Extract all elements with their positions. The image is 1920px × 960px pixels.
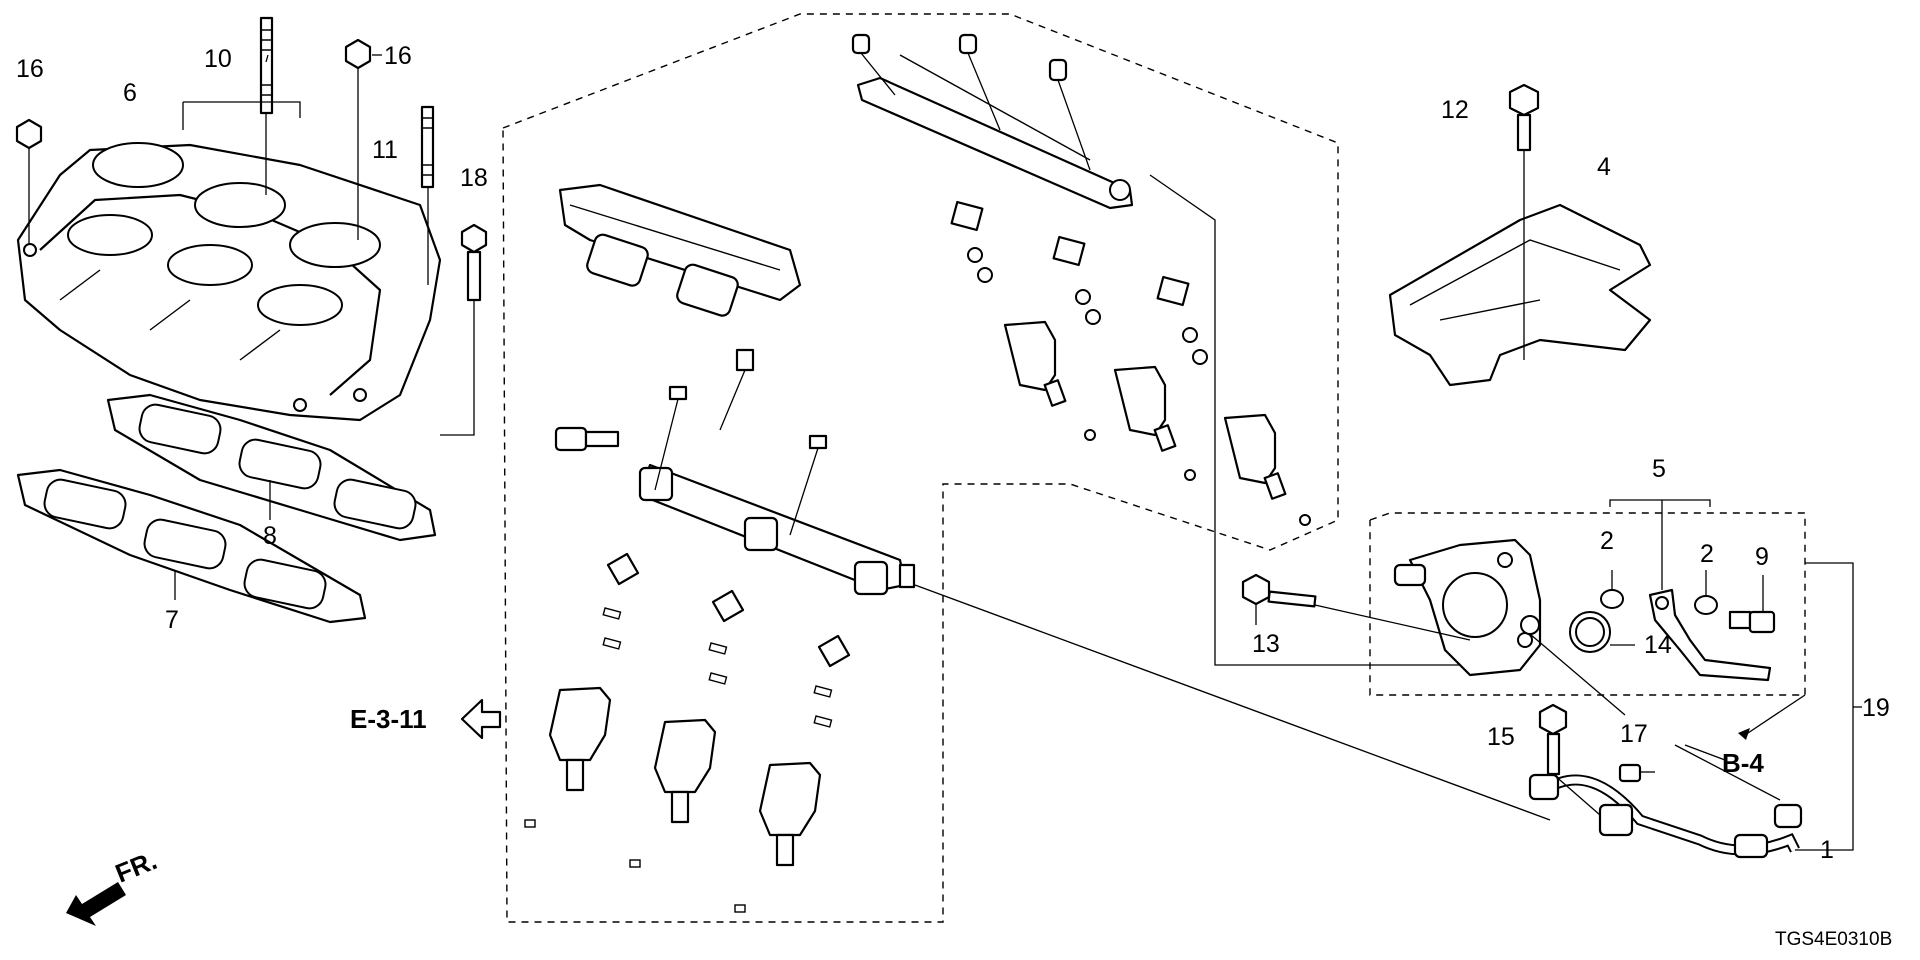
callout-19: 19 — [1862, 694, 1890, 722]
group-19-bracket — [1805, 562, 1862, 851]
oring-2-left — [1600, 570, 1624, 609]
clips-right — [950, 200, 1190, 307]
injector-bolts-left — [654, 348, 828, 536]
callout-4: 4 — [1597, 153, 1611, 181]
callout-7: 7 — [165, 606, 179, 634]
b4-reference-arrow — [1738, 694, 1806, 740]
sensor-plug — [554, 426, 620, 452]
bolt-9 — [1728, 575, 1776, 634]
arrow-down-left-icon — [66, 882, 126, 926]
direction-label: FR. — [111, 845, 161, 889]
seal-17-lower — [1618, 763, 1655, 783]
gasket-8 — [106, 393, 437, 542]
callout-11: 11 — [372, 136, 398, 164]
fuel-rail-left — [558, 183, 802, 317]
fuel-rail-lower — [638, 463, 916, 596]
nut-16-top — [344, 38, 372, 240]
callout-17: 17 — [1620, 720, 1648, 748]
callout-13: 13 — [1252, 630, 1280, 658]
fuel-pump — [1393, 538, 1542, 677]
callout-leaders-left — [182, 54, 382, 130]
nut-16-left — [15, 118, 43, 245]
hollow-arrow-left-icon — [460, 698, 502, 740]
fuel-pipe — [1528, 773, 1803, 859]
callout-15: 15 — [1487, 723, 1515, 751]
callout-8: 8 — [263, 522, 277, 550]
callout-5: 5 — [1652, 455, 1666, 483]
bolt-18 — [440, 223, 488, 436]
callout-2-right: 2 — [1700, 540, 1714, 568]
orings-left — [524, 607, 833, 913]
engine-cover-4 — [1388, 203, 1652, 387]
stud-bolt-11 — [420, 105, 435, 285]
callout-14: 14 — [1644, 631, 1672, 659]
oring-2-right — [1694, 570, 1718, 615]
section-ref-e-3-11[interactable]: E-3-11 — [350, 704, 427, 734]
bolt-12 — [1508, 83, 1540, 360]
callout-18: 18 — [460, 164, 488, 192]
orings-right — [967, 247, 1208, 365]
callout-1: 1 — [1820, 836, 1834, 864]
injector-group-boundary — [502, 13, 1339, 923]
gasket-7 — [16, 468, 367, 624]
callout-6: 6 — [123, 79, 137, 107]
pump-group-boundary — [1369, 512, 1806, 696]
injectors-right — [1003, 320, 1311, 526]
pump-seal-17 — [1520, 615, 1626, 716]
diagram-code: TGS4E0310B — [1775, 929, 1892, 950]
bolt-15 — [1538, 703, 1601, 816]
callout-16-top: 16 — [384, 42, 412, 70]
fuel-rail-right — [851, 33, 1134, 210]
bracket-5 — [1648, 500, 1772, 682]
callout-16-left: 16 — [16, 55, 44, 83]
callout-9: 9 — [1755, 543, 1769, 571]
injectors-left — [548, 552, 851, 867]
section-ref-b-4[interactable]: B-4 — [1722, 748, 1764, 778]
oring-14 — [1569, 611, 1635, 653]
callout-12: 12 — [1441, 96, 1469, 124]
intake-manifold — [16, 142, 442, 422]
bolt-13 — [1241, 573, 1471, 641]
gasket-leaders — [174, 480, 271, 600]
callout-10: 10 — [204, 45, 232, 73]
stud-bolt-10 — [259, 16, 274, 195]
callout-2-left: 2 — [1600, 527, 1614, 555]
leader-17 — [1674, 744, 1781, 801]
callout-2-bracket — [1609, 499, 1711, 507]
